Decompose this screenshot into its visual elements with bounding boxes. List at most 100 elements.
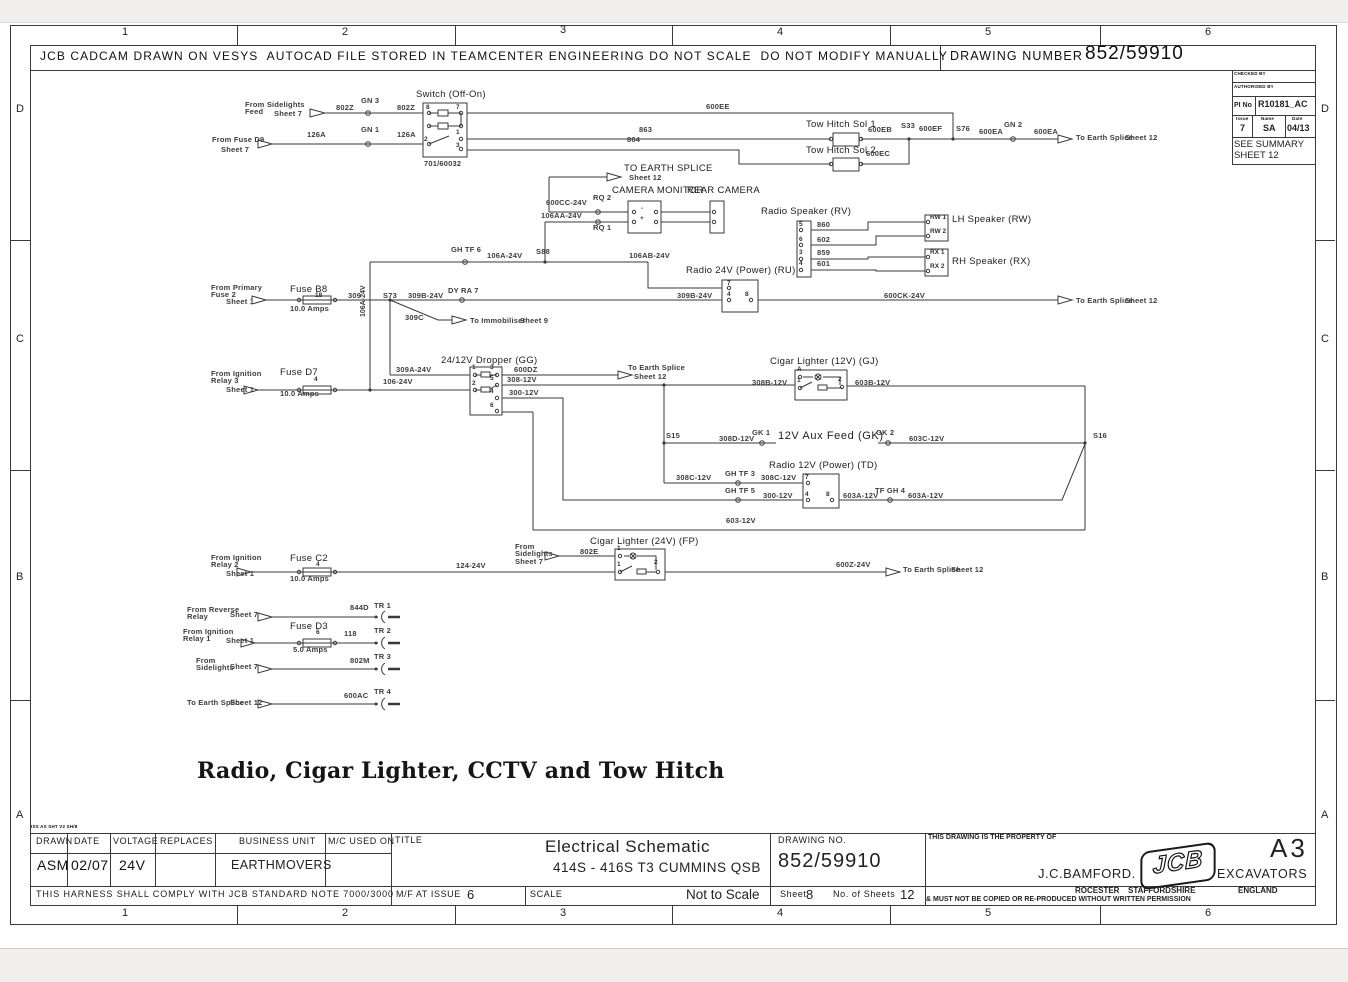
fuse-d3-amps: 5.0 Amps (293, 645, 328, 654)
rv-pin6: 6 (799, 236, 803, 243)
property-note: THIS DRAWING IS THE PROPERTY OF (928, 834, 1057, 841)
grid-tick (672, 25, 673, 45)
title-line1: Electrical Schematic (545, 837, 711, 856)
grid-col-bottom: 6 (1204, 907, 1212, 919)
rv-pin5: 5 (799, 221, 803, 228)
titleblock-rule (325, 833, 326, 886)
wire-600dz: 600DZ (514, 365, 538, 374)
issue-label: Issue (1236, 116, 1249, 121)
fuse-d7-pin: 4 (314, 376, 318, 383)
switch-pin3: 3 (456, 142, 460, 149)
wire-106-24v: 106-24V (383, 377, 413, 386)
wire-308: 308-12V (507, 375, 537, 384)
pi-no-label: PI No (1234, 102, 1252, 109)
titleblock-rule (525, 886, 526, 905)
voltage-label: VOLTAGE (113, 836, 159, 846)
gg-pin3: 3 (490, 364, 494, 371)
src-ign-relay1-l3: Sheet 1 (226, 636, 255, 645)
grid-row-right: A (1321, 809, 1329, 821)
fuse-b8-pin: 18 (315, 292, 323, 299)
grid-col-bottom: 2 (341, 907, 349, 919)
info-rule (1252, 115, 1253, 137)
dest-earth5-l1: To Earth Splice (903, 565, 961, 574)
src-sidelights1-l1: From Sidelights (245, 100, 305, 109)
wire-844d: 844D (350, 603, 369, 612)
dest-earth2-l1: TO EARTH SPLICE (624, 163, 713, 174)
grid-tick (1100, 25, 1101, 45)
src-ign-relay3-l3: Sheet 1 (226, 385, 255, 394)
src-ign-relay3-l1: From Ignition (211, 369, 262, 378)
titleblock-rule (215, 833, 216, 886)
business-unit-label: BUSINESS UNIT (239, 836, 316, 846)
cam-minus: - (641, 205, 644, 212)
gg-pin1: 1 (472, 364, 476, 371)
jcb-logo-text: JCB (1152, 845, 1204, 881)
td-pin4: 4 (805, 491, 809, 498)
grid-tick (237, 905, 238, 925)
grid-tick (455, 25, 456, 45)
drawing-no-value: 852/59910 (778, 850, 882, 872)
wire-600ea-b: 600EA (1034, 127, 1058, 136)
radio-speaker-title: Radio Speaker (RV) (761, 206, 852, 217)
radio-12v-title: Radio 12V (Power) (TD) (769, 460, 878, 471)
grid-tick (10, 240, 30, 241)
radio-24v-title: Radio 24V (Power) (RU) (686, 265, 796, 276)
address-england: ENGLAND (1238, 886, 1278, 895)
dest-earth4-l1: To Earth Splice (628, 363, 686, 372)
src-ign-relay1-l2: Relay 1 (183, 634, 211, 643)
voltage-value: 24V (119, 857, 146, 873)
titleblock-rule (30, 886, 1315, 887)
address-staffordshire: STAFFORDSHIRE (1128, 886, 1196, 895)
grid-tick (890, 25, 891, 45)
gg-pin2: 2 (472, 380, 476, 387)
fuse-c2-pin: 4 (316, 561, 320, 568)
splice-dyra7: DY RA 7 (448, 286, 479, 295)
company-name: J.C.BAMFORD. (1038, 866, 1136, 881)
junction-s33: S33 (901, 121, 915, 130)
pin-rw1: RW 1 (930, 214, 947, 221)
src-reverse-l2: Relay (187, 612, 209, 621)
info-rule (1285, 115, 1286, 137)
grid-col-top: 6 (1204, 26, 1212, 38)
switch-pin8: 8 (426, 104, 430, 111)
wire-126a-b: 126A (397, 130, 416, 139)
sheet-inner-border (30, 45, 1316, 906)
splice-ghtf6: GH TF 6 (451, 245, 482, 254)
header-note: JCB CADCAM DRAWN ON VESYS AUTOCAD FILE S… (40, 49, 949, 63)
date-value: 04/13 (1287, 123, 1310, 133)
issue-info-box (1232, 70, 1316, 165)
wire-603b: 603B-12V (855, 378, 891, 387)
dest-immobiliser-l2: Sheet 9 (520, 316, 549, 325)
wire-600ea-a: 600EA (979, 127, 1003, 136)
grid-tick (10, 700, 30, 701)
td-pin7: 7 (805, 474, 809, 481)
rv-pin4: 4 (799, 260, 803, 267)
splice-gk1: GK 1 (752, 428, 771, 437)
src-sidelights1-l2: Feed (245, 107, 264, 116)
src-sidelights3-l3: Sheet 7 (230, 662, 259, 671)
wire-124: 124-24V (456, 561, 486, 570)
wire-106a: 106A-24V (487, 251, 523, 260)
titleblock-rule (110, 833, 111, 886)
micro-note: ISS AS SHT V2 SH/8 (31, 824, 78, 829)
ru-pin8: 8 (745, 291, 749, 298)
junction-s73: S73 (383, 291, 397, 300)
wire-600ec: 600EC (866, 149, 890, 158)
wire-859: 859 (817, 248, 831, 257)
mf-at-issue-value: 6 (467, 887, 475, 902)
sheet-value: 8 (806, 887, 814, 902)
grid-row-left: B (16, 571, 24, 583)
splice-gn3: GN 3 (361, 96, 380, 105)
src-reverse-l3: Sheet 7 (230, 610, 259, 619)
switch-pin7: 7 (456, 104, 460, 111)
wire-802e: 802E (580, 547, 599, 556)
fuse-b8-amps: 10.0 Amps (290, 304, 330, 313)
cigar-lighter-12v-title: Cigar Lighter (12V) (GJ) (770, 356, 879, 367)
junction-s16: S16 (1093, 431, 1107, 440)
info-rule (1255, 96, 1256, 115)
tow-hitch-sol2: Tow Hitch Sol 2 (806, 145, 876, 156)
wire-309: 309 (348, 291, 362, 300)
gg-pin4: 4 (490, 388, 494, 395)
wire-602: 602 (817, 235, 831, 244)
